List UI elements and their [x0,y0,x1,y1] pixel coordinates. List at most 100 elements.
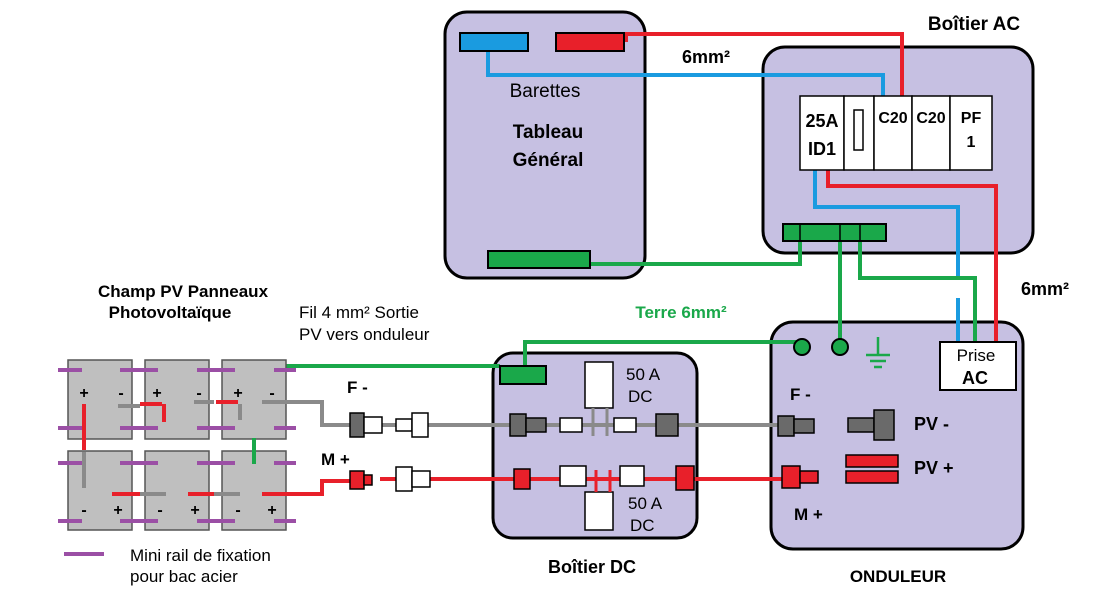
earth-terminal-2 [831,338,849,356]
dc-fuse-positive-b [619,465,645,487]
pv-plus-terminal-b [845,470,899,484]
pv-connectors [349,412,431,492]
ond-in-negative-tip [793,418,815,434]
pv-output-wires [262,400,800,496]
pv-minus-terminal-body [873,409,895,441]
dc-fuse-positive-a [559,465,587,487]
pv-minus: - [118,385,123,402]
dc-in-negative [509,413,527,437]
pv-minus-terminal [847,417,875,433]
boitier-ac-title: Boîtier AC [928,14,1020,35]
breaker-c20-a-label: C20 [878,110,907,127]
onduleur-title: ONDULEUR [850,567,946,586]
pv-panel-3 [221,359,287,440]
mc4-female-positive-tip [411,470,431,488]
pv-panel-1 [67,359,133,440]
breaker-25a-label: 25A [805,111,838,131]
pv-plus: + [267,502,276,519]
dc-switch-bottom-type: DC [630,516,655,535]
pv-minus: - [196,385,201,402]
dc-switch-top-rating: 50 A [626,365,661,384]
dc-in-positive [513,468,531,490]
dc-out-positive [675,465,695,491]
prise-ac-label-line2: AC [962,368,988,388]
mc4-male-negative-body [411,412,429,438]
dc-switches [584,361,614,531]
panel-polarity-labels: + - + - + - - + - + - + [79,385,276,519]
dc-in-negative-tip [525,417,547,433]
dc-switch-top-type: DC [628,387,653,406]
mc4-male-positive-tip [363,474,373,486]
onduleur-m-label: M + [794,505,823,524]
pv-plus: + [233,385,242,402]
pv-wire-label-line1: Fil 4 mm² Sortie [299,303,419,322]
pv-plus: + [190,502,199,519]
dc-out-negative [655,413,679,437]
pv-minus-label: PV - [914,414,949,434]
onduleur-f-label: F - [790,385,811,404]
pv-plus: + [113,502,122,519]
mc4-female-negative [349,412,365,438]
earth-symbol-icon [866,337,890,369]
ond-in-positive [781,465,801,489]
pv-plus-label: PV + [914,458,954,478]
breaker-c20-b [911,95,951,171]
mc4-male-positive [349,470,365,490]
ac-earth-bar [782,223,887,242]
breaker-row [799,95,993,171]
earth-wire-tableau [590,238,802,266]
mc4-female-negative-tip [363,416,383,434]
rail-legend-line1: Mini rail de fixation [130,546,271,565]
ond-in-positive-tip [799,470,819,484]
pv-plus: + [79,385,88,402]
breaker-pf-label: PF [961,110,982,127]
pv-negative-wire [262,400,352,427]
breaker-25a-id1 [799,95,845,171]
mounting-rails [58,368,296,523]
panel-interconnects [82,400,256,496]
boitier-dc-box [491,351,699,540]
barettes-label: Barettes [510,81,581,102]
dc-box-connectors [509,413,695,491]
pv-minus: - [269,385,274,402]
dc-earth-bar [499,365,547,385]
tableau-general-title-line2: Général [513,150,584,171]
neutral-wire-tableau-to-c20 [486,48,885,98]
mc4-female-positive-body [395,466,413,492]
barette-neutral-bar [459,32,529,52]
prise-ac-label-line1: Prise [957,346,996,365]
ac-wiring [282,32,998,368]
pv-minus: - [157,502,162,519]
boitier-dc-title: Boîtier DC [548,557,636,577]
tableau-general-box [443,10,647,280]
dc-fuse-negative-a [559,417,583,433]
breaker-id1-label: ID1 [808,139,836,159]
breaker-blank-slot [853,109,864,151]
tableau-general-title-line1: Tableau [513,122,583,143]
ac-right-section-label: 6mm² [1021,279,1069,299]
mc4-male-negative [395,418,413,432]
tableau-earth-bar [487,250,591,269]
earth-section-label: Terre 6mm² [635,303,727,322]
pv-positive-wire [262,479,352,496]
dc-switch-top [584,361,614,409]
pv-wire-label-line2: PV vers onduleur [299,325,430,344]
pv-panel-2 [144,359,210,440]
breaker-c20-a [873,95,913,171]
barette-phase-bar [555,32,625,52]
breaker-blank [843,95,875,171]
dc-switch-bottom-rating: 50 A [628,494,663,513]
breaker-pf1 [949,95,993,171]
pv-field-title-line1: Champ PV Panneaux [98,282,269,301]
pv-f-connector-label: F - [347,378,368,397]
onduleur-connectors [777,409,899,489]
pv-plus-terminal [845,454,899,468]
ac-top-section-label: 6mm² [682,47,730,67]
dc-switch-bottom [584,491,614,531]
neutral-wire-id1-to-prise [813,170,960,280]
earth-wire-ac-to-prise [858,238,977,342]
pv-minus: - [81,502,86,519]
pv-minus: - [235,502,240,519]
